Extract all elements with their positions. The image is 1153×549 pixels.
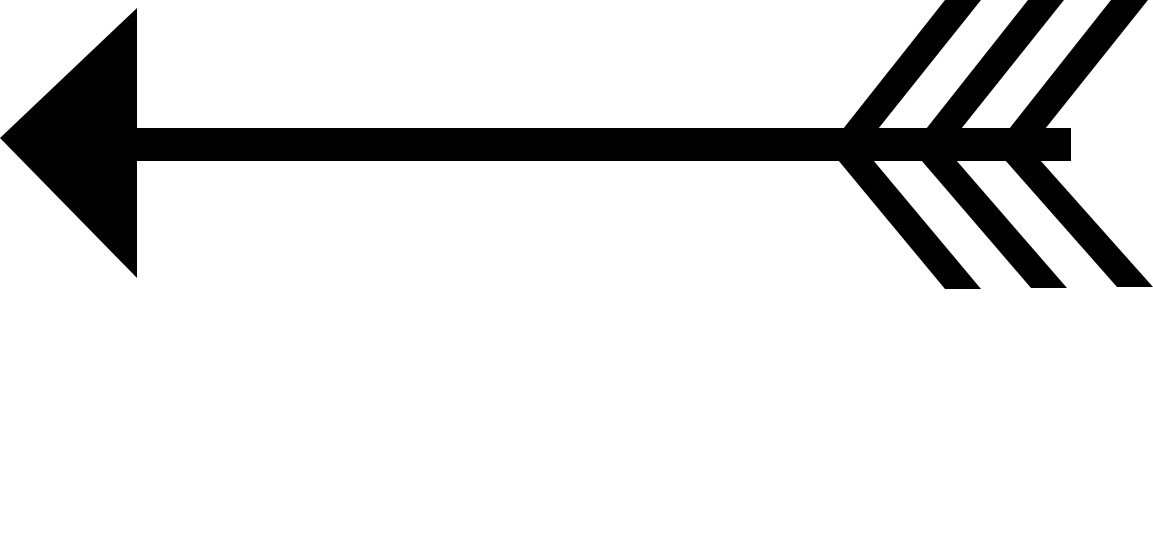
fletching-lower-3	[1005, 160, 1153, 287]
fletching-upper-1	[843, 0, 981, 129]
fletching-upper-2	[926, 0, 1064, 129]
arrowhead	[0, 8, 137, 278]
fletching-lower-2	[921, 160, 1067, 288]
arrow-shaft	[135, 128, 1071, 161]
fletching-lower-1	[838, 160, 981, 289]
fletching-upper-3	[1009, 0, 1148, 129]
